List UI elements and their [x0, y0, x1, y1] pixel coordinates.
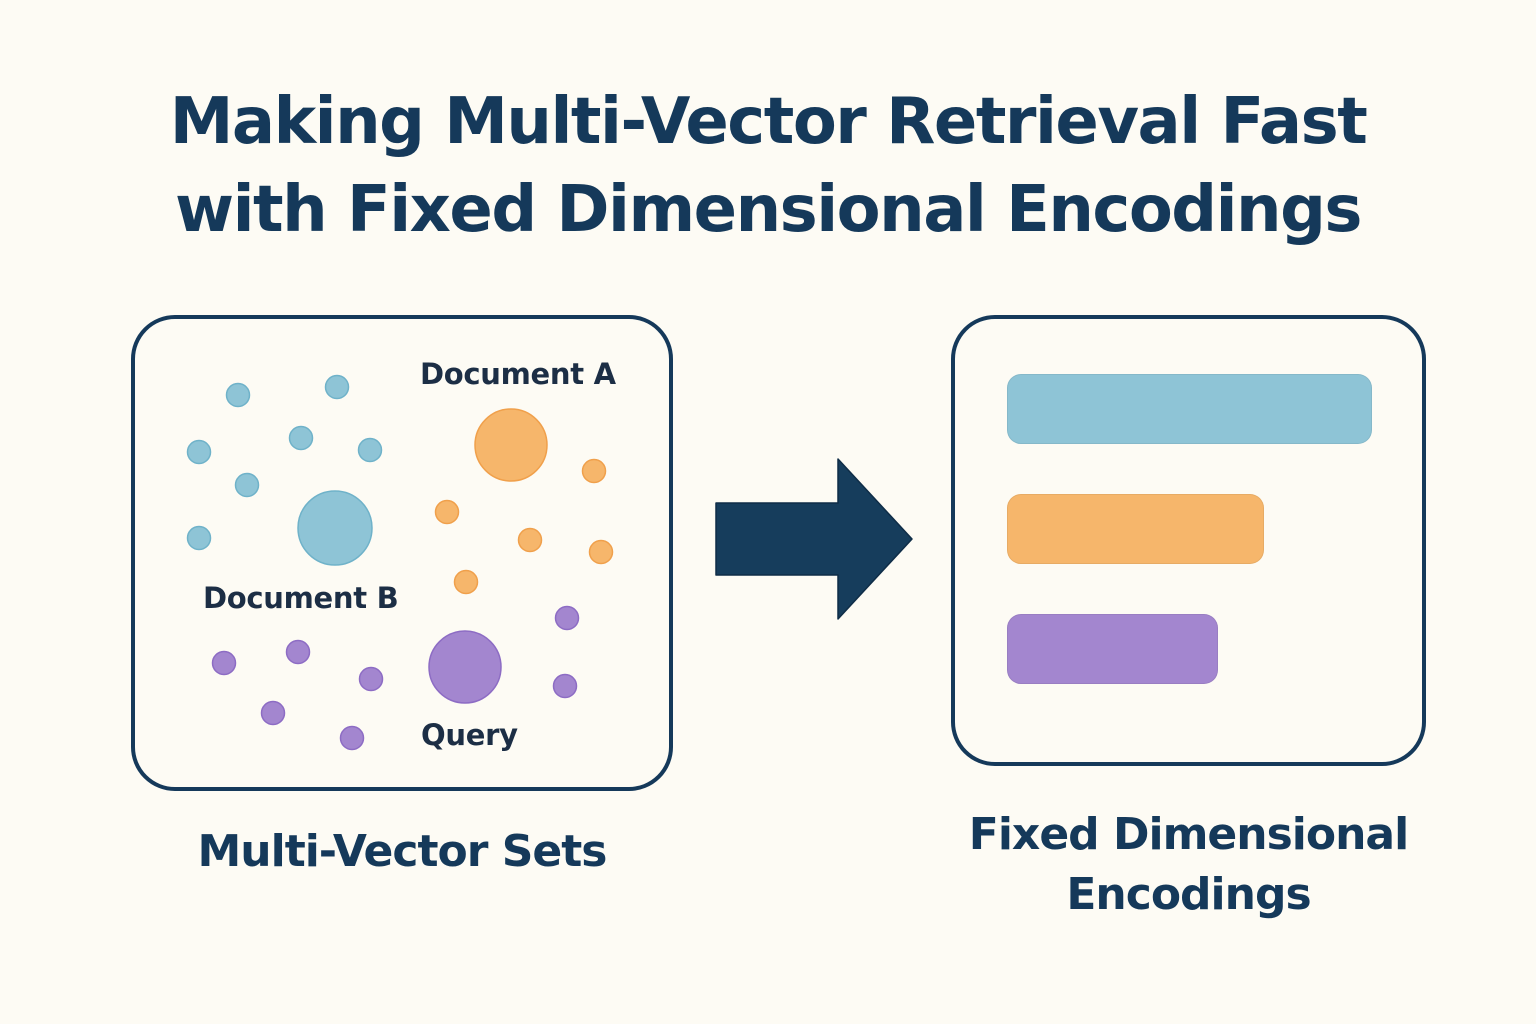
query-vector	[260, 700, 286, 726]
caption-multi-vector-sets: Multi-Vector Sets	[197, 826, 608, 877]
caption-fixed-dimensional-encodings: Fixed Dimensional Encodings	[921, 805, 1456, 925]
caption-right-line-1: Fixed Dimensional	[968, 809, 1409, 860]
query-encoding-bar	[1007, 614, 1218, 684]
document-b-vector	[225, 382, 251, 408]
label-document-b: Document B	[203, 581, 399, 615]
query-vector	[339, 725, 365, 751]
query-vector	[285, 639, 311, 665]
document-b-vector	[324, 374, 350, 400]
document-a-vector	[588, 539, 614, 565]
label-query: Query	[421, 718, 518, 752]
query-vector	[552, 673, 578, 699]
document-b-vector	[288, 425, 314, 451]
document-b-vector	[186, 525, 212, 551]
document-a-vector	[434, 499, 460, 525]
document-b-vector	[357, 437, 383, 463]
title-line-2: with Fixed Dimensional Encodings	[174, 173, 1363, 247]
query-vector	[211, 650, 237, 676]
query-centroid	[428, 630, 502, 704]
document-b-centroid	[297, 490, 373, 566]
caption-right-line-2: Encodings	[1066, 869, 1311, 920]
document-a-encoding-bar	[1007, 494, 1264, 564]
query-vector	[358, 666, 384, 692]
page-title: Making Multi-Vector Retrieval Fast with …	[0, 78, 1536, 254]
document-a-vector	[517, 527, 543, 553]
document-a-vector	[581, 458, 607, 484]
document-b-vector	[234, 472, 260, 498]
title-line-1: Making Multi-Vector Retrieval Fast	[169, 85, 1368, 159]
multi-vector-sets-panel	[131, 315, 673, 791]
label-document-a: Document A	[420, 357, 616, 391]
query-vector	[554, 605, 580, 631]
document-b-encoding-bar	[1007, 374, 1372, 444]
document-a-vector	[453, 569, 479, 595]
document-b-vector	[186, 439, 212, 465]
document-a-centroid	[474, 408, 548, 482]
